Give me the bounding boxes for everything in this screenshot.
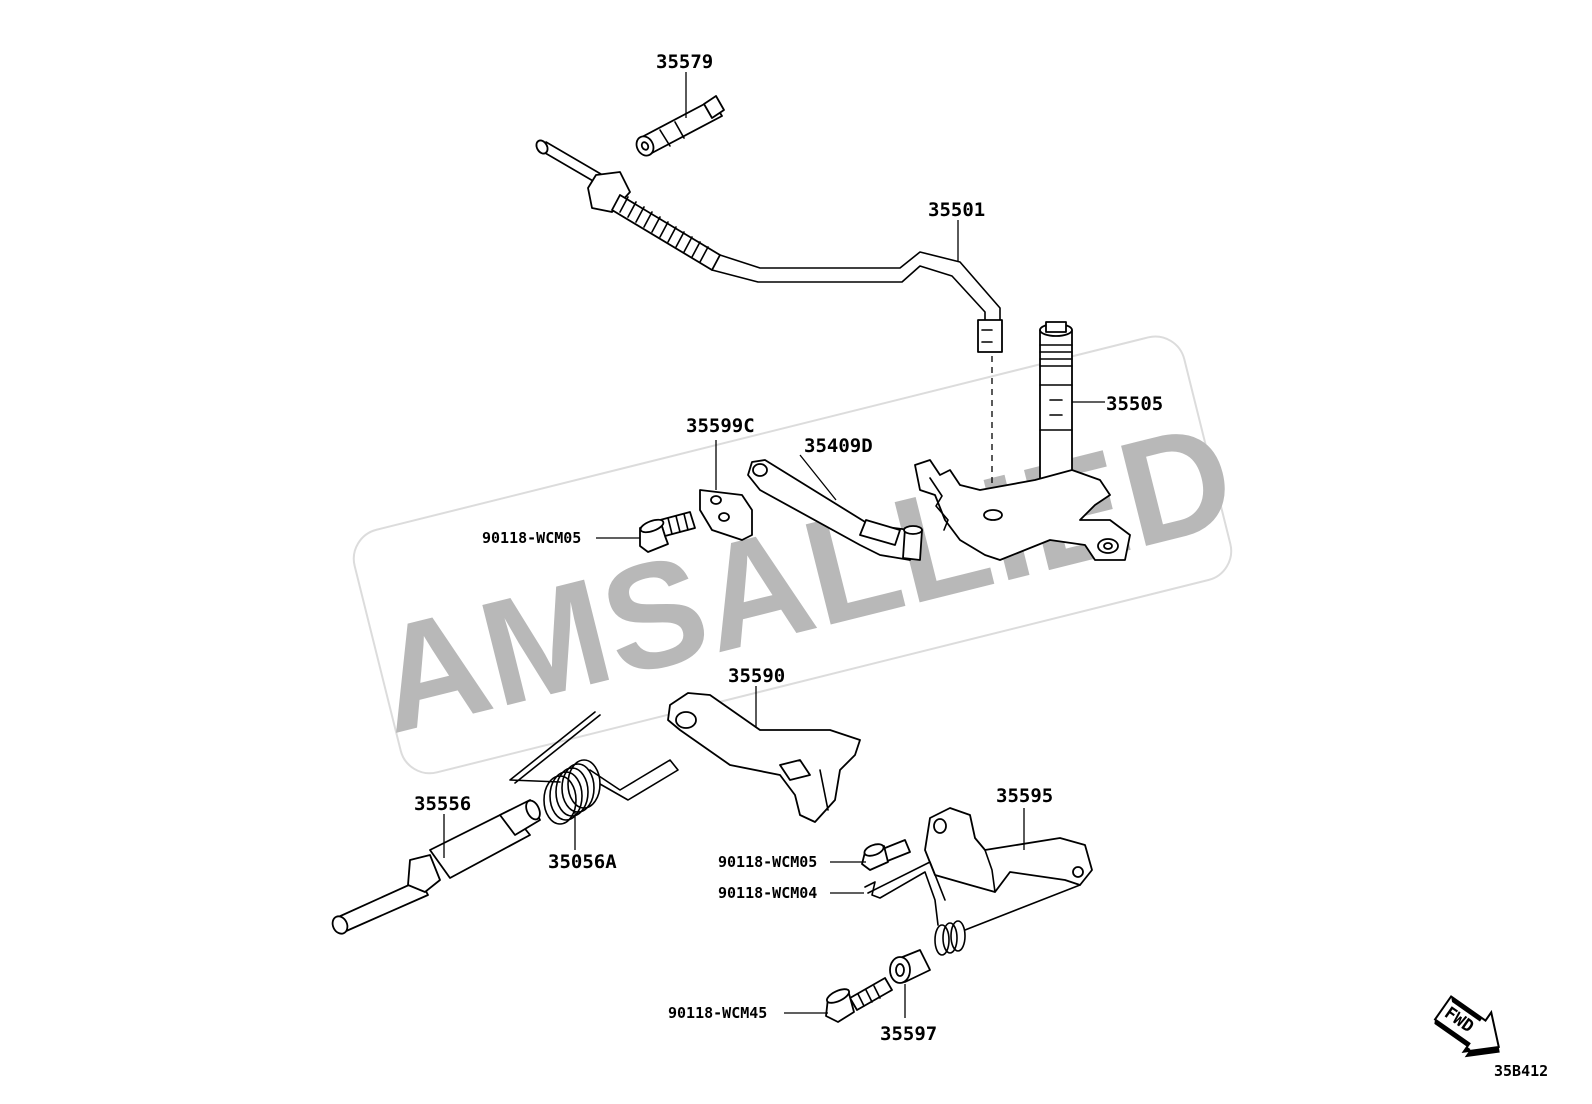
part-35590-lever[interactable] — [667, 692, 861, 823]
part-35597-bushing[interactable] — [889, 949, 931, 984]
label-35501: 35501 — [928, 199, 985, 221]
label-35556: 35556 — [414, 793, 471, 815]
part-90118-wcm45-bolt[interactable] — [825, 977, 893, 1023]
part-35556-shaft[interactable] — [330, 798, 543, 936]
part-35599C-bracket[interactable] — [699, 489, 753, 541]
part-35501-shift-rod[interactable] — [534, 138, 1003, 353]
part-35409D-lever[interactable] — [747, 459, 923, 561]
part-90118-wcm05-bolt-top[interactable] — [639, 511, 696, 553]
fwd-arrow-icon: FWD — [1433, 995, 1500, 1058]
label-35597: 35597 — [880, 1023, 937, 1045]
part-35595-bracket[interactable] — [924, 807, 1093, 893]
label-90118-wcm05-top: 90118-WCM05 — [482, 529, 581, 547]
label-90118-wcm45: 90118-WCM45 — [668, 1004, 767, 1022]
diagram-code: 35B412 — [1494, 1062, 1548, 1080]
part-35579-pin[interactable] — [633, 95, 725, 159]
part-90118-wcm05-bolt-bottom[interactable] — [861, 839, 911, 871]
label-90118-wcm04: 90118-WCM04 — [718, 884, 817, 902]
label-90118-wcm05-bottom: 90118-WCM05 — [718, 853, 817, 871]
label-35599C: 35599C — [686, 415, 755, 437]
label-35056A: 35056A — [548, 851, 617, 873]
label-35590: 35590 — [728, 665, 785, 687]
label-35505: 35505 — [1106, 393, 1163, 415]
label-35409D: 35409D — [804, 435, 873, 457]
part-35505-shift-shaft[interactable] — [914, 321, 1131, 561]
label-35579: 35579 — [656, 51, 713, 73]
part-35056A-spring[interactable] — [509, 711, 679, 825]
label-35595: 35595 — [996, 785, 1053, 807]
part-90118-wcm04-clip[interactable] — [864, 861, 1081, 956]
